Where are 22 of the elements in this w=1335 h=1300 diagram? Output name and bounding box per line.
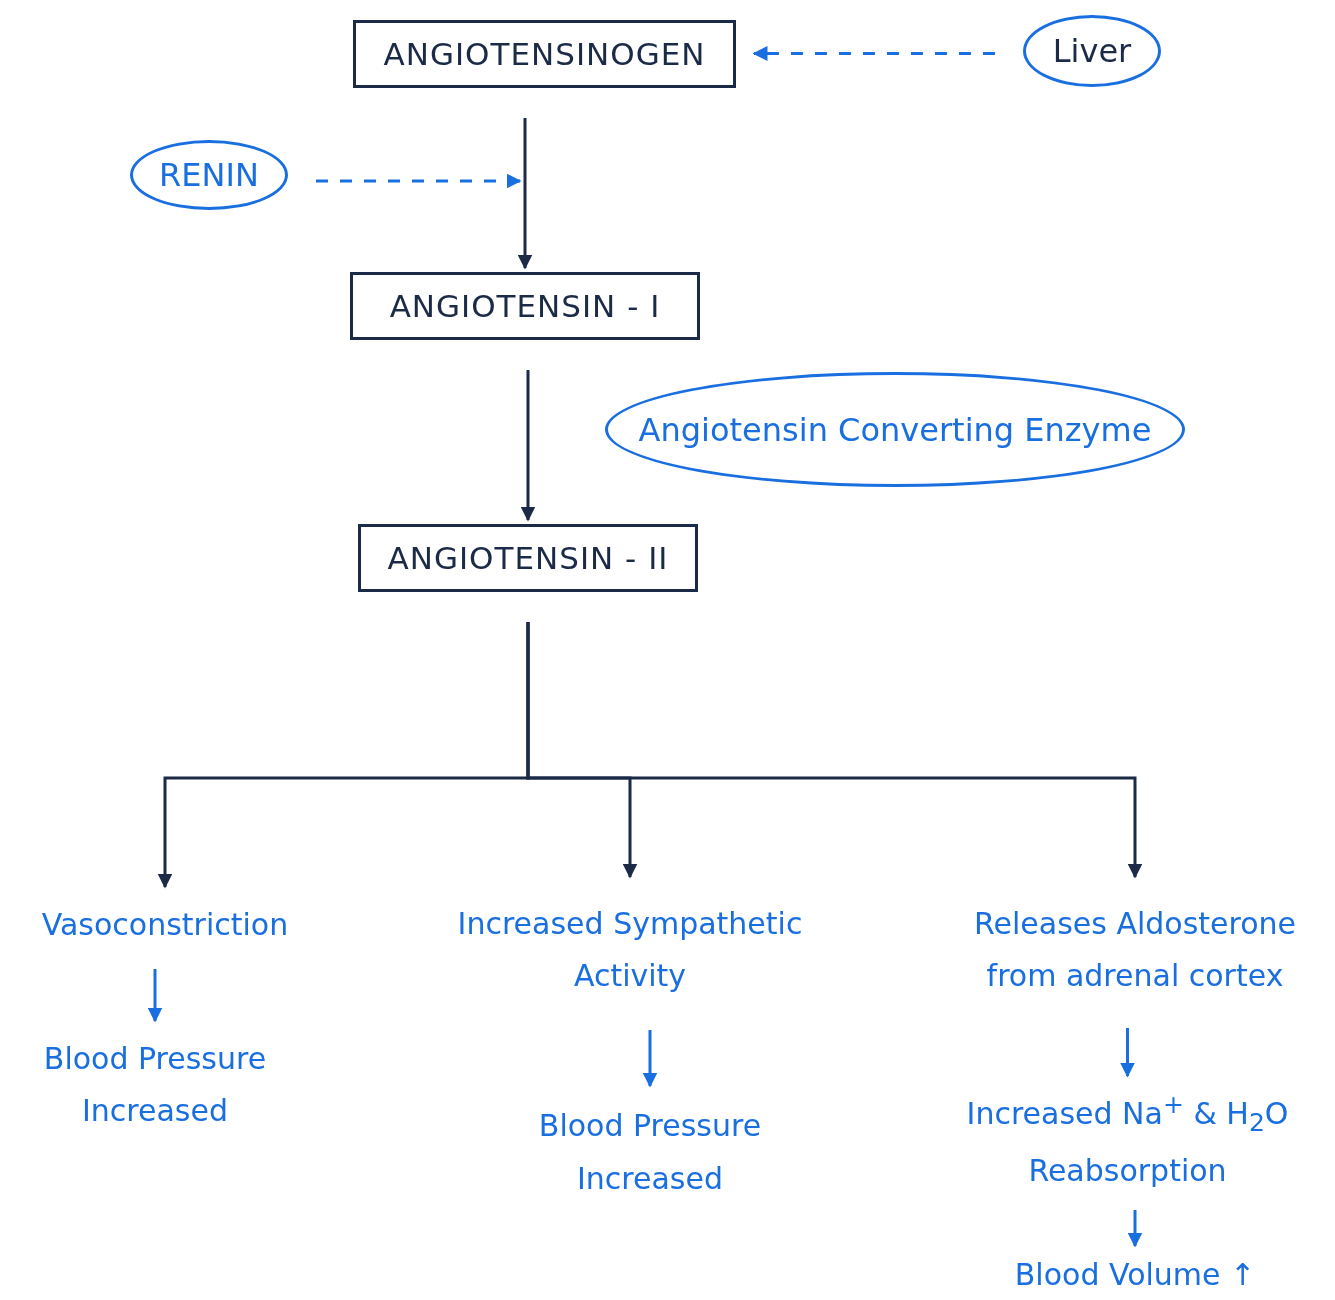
effect-text: Increased Na$^{+}$ & H$_{2}$O Reabsorption <box>965 1088 1290 1190</box>
effect-text: Blood Volume ↑ <box>1014 1255 1256 1294</box>
process-box: ANGIOTENSIN - I <box>350 272 700 340</box>
dashed-arrow <box>316 173 522 189</box>
arrow <box>520 370 536 522</box>
arrow <box>642 1030 658 1088</box>
arrow <box>526 622 1143 879</box>
arrow <box>147 969 163 1023</box>
process-box: ANGIOTENSIN - II <box>358 524 698 592</box>
effect-text: Blood Pressure Increased <box>42 1039 268 1130</box>
enzyme-ellipse: RENIN <box>130 140 288 210</box>
arrow <box>517 118 533 270</box>
enzyme-ellipse: Angiotensin Converting Enzyme <box>605 372 1185 487</box>
process-box: ANGIOTENSINOGEN <box>353 20 736 88</box>
effect-text: Increased Sympathetic Activity <box>456 904 804 995</box>
organ-ellipse: Liver <box>1023 15 1161 87</box>
dashed-arrow <box>752 46 995 61</box>
effect-text: Blood Pressure Increased <box>537 1107 763 1198</box>
arrow <box>1127 1210 1143 1248</box>
arrow <box>1120 1028 1135 1078</box>
effect-text: Vasoconstriction <box>41 905 289 944</box>
effect-text: Releases Aldosterone from adrenal cortex <box>973 904 1297 995</box>
